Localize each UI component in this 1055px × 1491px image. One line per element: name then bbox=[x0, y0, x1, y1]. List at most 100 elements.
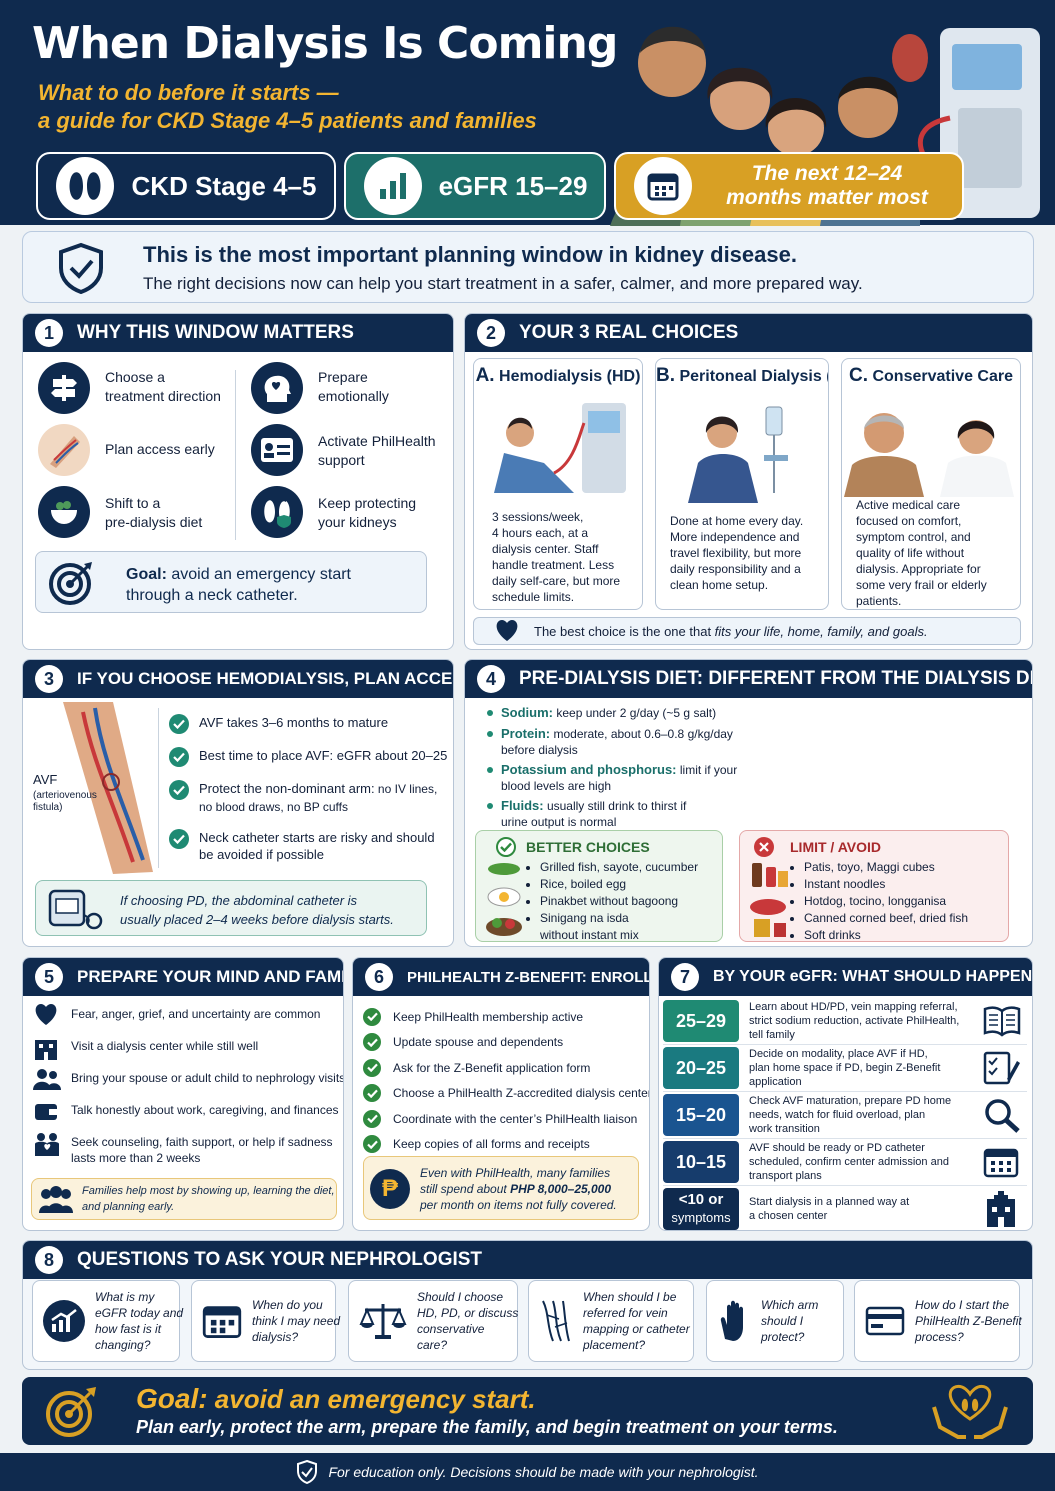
diet-item: Fluids: usually still drink to thirst if… bbox=[487, 797, 787, 830]
check-icon bbox=[363, 1007, 381, 1026]
signpost-icon bbox=[38, 362, 90, 414]
conservative-care-illustration bbox=[844, 393, 1020, 497]
calendar-icon bbox=[634, 157, 692, 215]
check-icon bbox=[169, 829, 189, 849]
limit-item: Canned corned beef, dried fish bbox=[804, 910, 1004, 927]
better-item: Pinakbet without bagoong bbox=[540, 893, 720, 910]
egfr-range-badge: 25–29 bbox=[663, 1000, 739, 1042]
mind-family-list: Fear, anger, grief, and uncertainty are … bbox=[33, 1004, 343, 1180]
access-item: Best time to place AVF: eGFR about 20–25 bbox=[199, 748, 448, 763]
choice-hemodialysis: A. Hemodialysis (HD) 3 sessions/week,4 h… bbox=[473, 358, 643, 610]
section-number: 3 bbox=[35, 665, 63, 693]
x-circle-icon bbox=[754, 837, 774, 857]
section-header: 3IF YOU CHOOSE HEMODIALYSIS, PLAN ACCESS… bbox=[23, 660, 453, 698]
id-card-icon bbox=[251, 424, 303, 476]
egfr-action: needs, watch for fluid overload, plan bbox=[749, 1109, 926, 1121]
calendar-icon bbox=[983, 1146, 1019, 1178]
family-note: Families help most by showing up, learni… bbox=[31, 1178, 337, 1220]
choice-desc-line: patients. bbox=[856, 594, 902, 608]
diet-key: Potassium and phosphorus: bbox=[501, 762, 677, 777]
egfr-action: tell family bbox=[749, 1029, 795, 1041]
choice-desc-line: dialysis center. Staff bbox=[492, 542, 599, 556]
divider bbox=[158, 708, 159, 868]
support-icon bbox=[33, 1132, 61, 1156]
egfr-range: 20–25 bbox=[675, 1057, 727, 1078]
diet-key: Sodium: bbox=[501, 705, 553, 720]
section-number: 2 bbox=[477, 319, 505, 347]
question-text: placement? bbox=[583, 1338, 646, 1352]
egfr-action: Decide on modality, place AVF if HD, bbox=[749, 1048, 928, 1060]
item-label: emotionally bbox=[318, 388, 389, 404]
hospital-icon bbox=[983, 1191, 1019, 1227]
bowl-icon bbox=[38, 486, 90, 538]
limit-item: Patis, toyo, Maggi cubes bbox=[804, 859, 1004, 876]
heart-icon bbox=[494, 620, 520, 642]
section-diet: 4 PRE-DIALYSIS DIET: DIFFERENT FROM THE D… bbox=[464, 659, 1033, 947]
section-header: 7BY YOUR eGFR: WHAT SHOULD HAPPEN NEXT? bbox=[659, 958, 1032, 996]
question-text: When should I be bbox=[583, 1290, 677, 1304]
item-label: treatment direction bbox=[105, 388, 221, 404]
hands-heart-icon bbox=[930, 1383, 1010, 1439]
item-text: Keep PhilHealth membership active bbox=[393, 1009, 584, 1024]
diet-value: moderate, about 0.6–0.8 g/kg/day bbox=[553, 727, 733, 741]
better-choices-box: BETTER CHOICES Grilled fish, sayote, cuc… bbox=[475, 830, 723, 942]
item-text: Update spouse and dependents bbox=[393, 1035, 564, 1050]
choice-desc-line: clean home setup. bbox=[670, 578, 769, 592]
bullet bbox=[487, 710, 493, 716]
food-icons bbox=[482, 861, 528, 941]
item-label: your kidneys bbox=[318, 514, 397, 530]
choice-desc-line: daily responsibility and a bbox=[670, 562, 801, 576]
calendar-icon bbox=[202, 1303, 242, 1339]
philhealth-item: Ask for the Z-Benefit application form bbox=[363, 1055, 649, 1081]
divider bbox=[235, 370, 236, 540]
question-text: should I bbox=[761, 1314, 804, 1328]
footer-text: For education only. Decisions should be … bbox=[328, 1464, 759, 1480]
choice-name: Peritoneal Dialysis (PD) bbox=[679, 368, 828, 385]
section-number: 4 bbox=[477, 665, 505, 693]
item-label: Keep protecting bbox=[318, 495, 417, 511]
item-text: Fear, anger, grief, and uncertainty are … bbox=[71, 1007, 321, 1021]
kidney-shield-icon bbox=[251, 486, 303, 538]
building-icon bbox=[33, 1036, 61, 1060]
check-icon bbox=[169, 714, 189, 734]
limit-list: Patis, toyo, Maggi cubesInstant noodlesH… bbox=[804, 859, 1004, 944]
wallet-icon bbox=[33, 1100, 61, 1122]
item-text: Bring your spouse or adult child to neph… bbox=[71, 1071, 344, 1085]
item-text: Talk honestly about work, caregiving, an… bbox=[71, 1103, 339, 1117]
question-text: how fast is it bbox=[95, 1322, 162, 1336]
choice-peritoneal: B. Peritoneal Dialysis (PD) Done at home… bbox=[655, 358, 829, 610]
egfr-action: Learn about HD/PD, vein mapping referral… bbox=[749, 1001, 958, 1013]
question-text: HD, PD, or discuss bbox=[417, 1306, 519, 1320]
check-icon bbox=[169, 747, 189, 767]
target-icon bbox=[48, 560, 94, 606]
egfr-action: Check AVF maturation, prepare PD home bbox=[749, 1095, 952, 1107]
goal-text: avoid an emergency start. bbox=[214, 1384, 536, 1414]
mind-family-item: Seek counseling, faith support, or help … bbox=[33, 1132, 343, 1180]
egfr-action: plan home space if PD, begin Z-Benefit bbox=[749, 1062, 941, 1074]
question-text: care? bbox=[417, 1338, 448, 1352]
choice-letter: C. bbox=[849, 365, 869, 386]
question-text: think I may need bbox=[252, 1314, 341, 1328]
choice-desc-line: 3 sessions/week, bbox=[492, 510, 584, 524]
hand-icon bbox=[717, 1299, 751, 1343]
egfr-range: 25–29 bbox=[675, 1010, 727, 1031]
item-label: pre-dialysis diet bbox=[105, 514, 203, 530]
choice-desc-line: travel flexibility, but more bbox=[670, 546, 802, 560]
bar-chart-icon bbox=[364, 157, 422, 215]
choice-desc-line: some very frail or elderly bbox=[856, 578, 987, 592]
egfr-range: 10–15 bbox=[675, 1151, 727, 1172]
question-text: What is my bbox=[95, 1290, 155, 1304]
section-title: PRE-DIALYSIS DIET: DIFFERENT FROM THE DI… bbox=[519, 668, 1033, 689]
page-title: When Dialysis Is Coming bbox=[32, 18, 618, 69]
pd-bag-icon bbox=[46, 887, 106, 931]
item-label: Plan access early bbox=[105, 441, 215, 457]
cost-note-text: Even with PhilHealth, many families bbox=[420, 1166, 611, 1180]
